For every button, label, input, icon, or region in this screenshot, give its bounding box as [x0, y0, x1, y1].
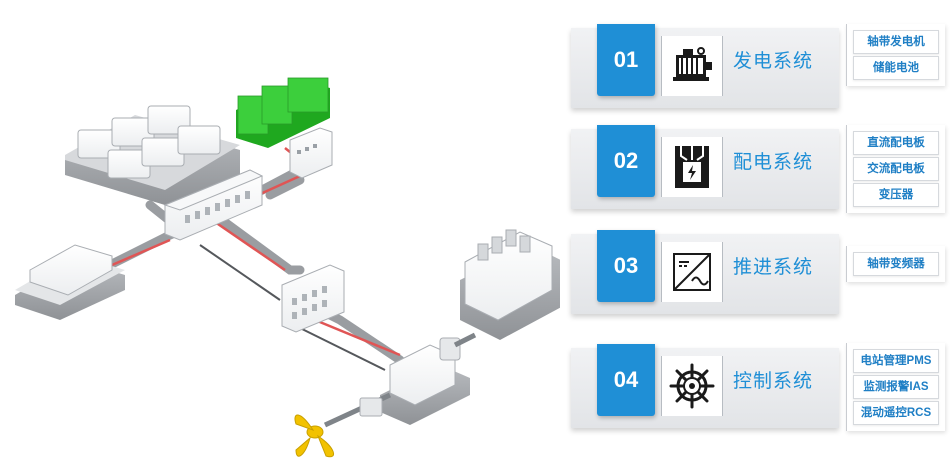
- subsystem-item[interactable]: 储能电池: [853, 56, 939, 80]
- system-card-power-generation: 01 发电系统: [571, 24, 839, 108]
- subsystem-item[interactable]: 直流配电板: [853, 131, 939, 155]
- power-flow-gray: [199, 244, 386, 371]
- system-title: 发电系统: [733, 51, 814, 72]
- battery-storage: [236, 77, 330, 148]
- subsystem-item[interactable]: 变压器: [853, 183, 939, 207]
- hybrid-power-system-illustration: [15, 77, 560, 458]
- subsystem-list-control: 电站管理PMS 监测报警IAS 混动遥控RCS: [846, 343, 945, 431]
- system-number-badge: 04: [597, 344, 655, 416]
- ship-wheel-icon: [661, 356, 723, 416]
- subsystem-item[interactable]: 监测报警IAS: [853, 375, 939, 399]
- propeller: [294, 414, 334, 458]
- switchboard-icon: [661, 137, 723, 197]
- converter-icon: [661, 242, 723, 302]
- gearbox-shaft-motor: [380, 337, 470, 425]
- generator-room: [65, 105, 240, 205]
- subsystem-list-propulsion: 轴带变频器: [846, 246, 945, 282]
- control-console: [15, 244, 125, 320]
- system-number-badge: 02: [597, 125, 655, 197]
- main-engine: [460, 229, 560, 340]
- system-title: 推进系统: [733, 257, 814, 278]
- subsystem-list-power-generation: 轴带发电机 储能电池: [846, 24, 945, 86]
- system-title: 配电系统: [733, 152, 814, 173]
- propulsion-switchboard: [281, 264, 345, 333]
- system-card-control: 04 控制系统: [571, 344, 839, 428]
- system-number-badge: 01: [597, 24, 655, 96]
- system-card-propulsion: 03 推进系统: [571, 230, 839, 314]
- system-title: 控制系统: [733, 371, 814, 392]
- subsystem-item[interactable]: 电站管理PMS: [853, 349, 939, 373]
- shaft-bearing: [359, 397, 383, 417]
- main-switchboard: [163, 169, 264, 241]
- subsystem-item[interactable]: 交流配电板: [853, 157, 939, 181]
- system-card-power-distribution: 02 配电系统: [571, 125, 839, 209]
- subsystem-item[interactable]: 轴带发电机: [853, 30, 939, 54]
- system-number-badge: 03: [597, 230, 655, 302]
- subsystem-item[interactable]: 轴带变频器: [853, 252, 939, 276]
- subsystem-list-power-distribution: 直流配电板 交流配电板 变压器: [846, 125, 945, 213]
- subsystem-item[interactable]: 混动遥控RCS: [853, 401, 939, 425]
- dc-switchboard-upper: [289, 127, 333, 179]
- generator-motor-icon: [661, 36, 723, 96]
